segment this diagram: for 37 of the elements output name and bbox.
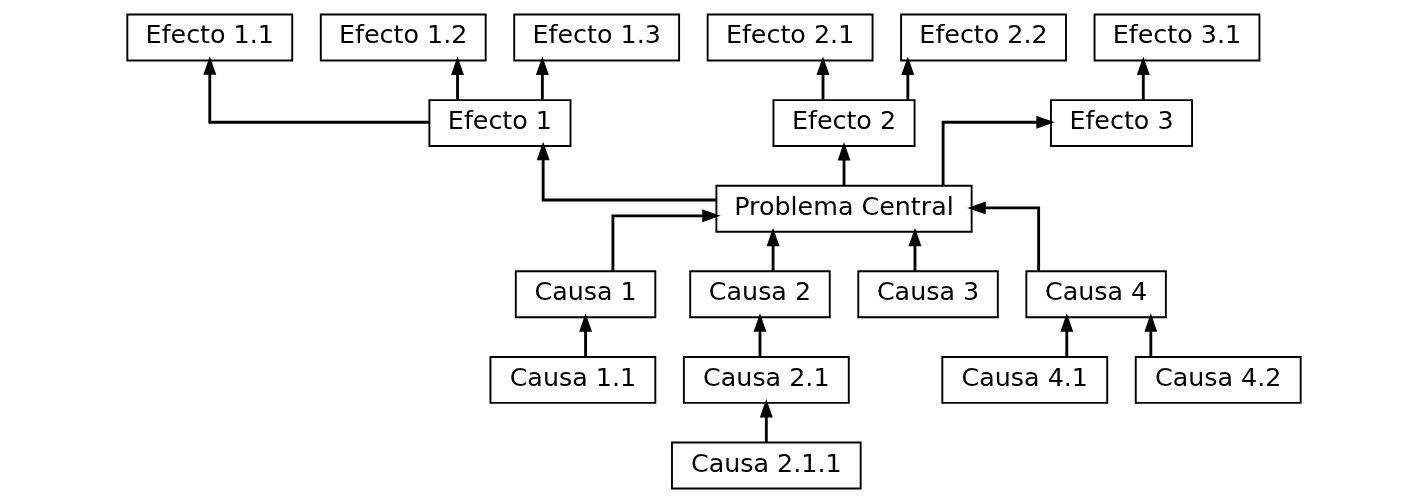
arrow	[816, 56, 830, 100]
arrow	[579, 313, 592, 357]
node-box: Efecto 2	[772, 99, 916, 147]
node-box: Causa 4	[1025, 270, 1167, 319]
arrow	[908, 227, 922, 271]
node-box: Efecto 1	[428, 99, 572, 147]
arrow	[1060, 313, 1074, 357]
node-box: Causa 2	[689, 270, 831, 319]
arrow	[901, 56, 915, 100]
arrow	[535, 56, 549, 100]
arrow	[967, 201, 1041, 272]
arrow	[941, 115, 1055, 186]
node-box: Efecto 1.1	[126, 13, 294, 62]
node-box: Causa 4.1	[941, 356, 1109, 404]
arrow	[1136, 56, 1150, 100]
node-box: Causa 1	[514, 270, 657, 319]
arrow	[753, 313, 767, 357]
node-box: Efecto 2.1	[706, 13, 874, 62]
node-box: Causa 1.1	[489, 356, 657, 404]
node-box: Causa 4.2	[1134, 356, 1302, 404]
node-box: Efecto 3.1	[1093, 13, 1261, 62]
arrow	[1144, 313, 1158, 357]
arrow	[451, 56, 464, 100]
arrow	[203, 56, 429, 124]
arrow	[766, 227, 780, 271]
arrow	[536, 141, 716, 202]
node-box: Causa 2.1.1	[671, 441, 862, 490]
arrow	[611, 209, 721, 272]
arrow	[837, 142, 851, 186]
node-box: Causa 2.1	[682, 356, 850, 404]
node-box: Efecto 3	[1050, 99, 1193, 147]
node-box: Problema Central	[715, 184, 973, 233]
node-box: Efecto 1.2	[319, 13, 487, 62]
arrow	[759, 399, 773, 443]
node-box: Causa 3	[857, 270, 999, 319]
node-box: Efecto 2.2	[900, 13, 1067, 62]
node-box: Efecto 1.3	[513, 13, 681, 62]
